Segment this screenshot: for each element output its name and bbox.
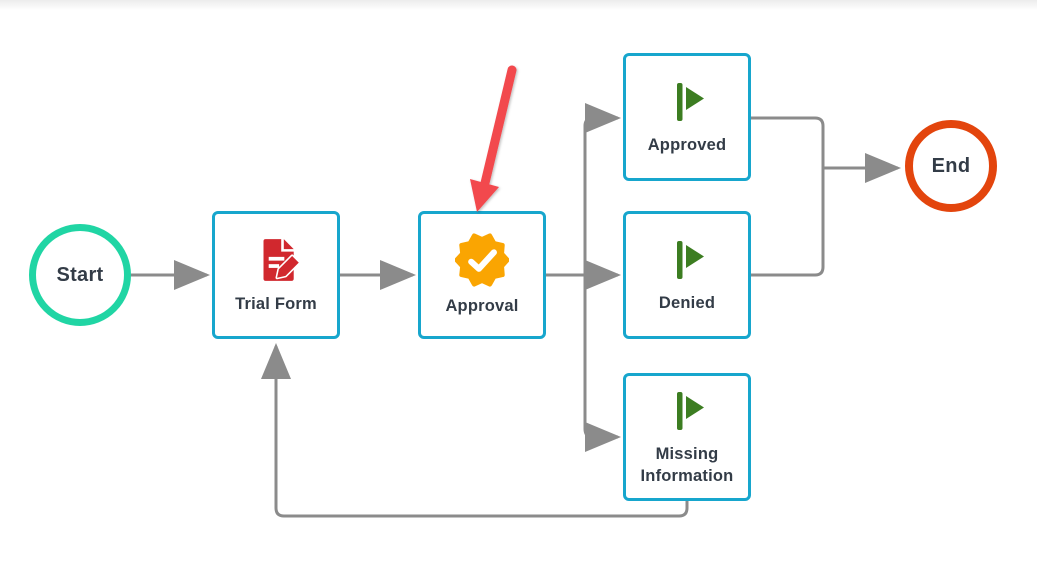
connector-approved-to-merge [751, 116, 825, 168]
verified-badge-icon [455, 233, 509, 287]
node-end[interactable]: End [905, 120, 997, 212]
document-edit-icon [251, 235, 301, 285]
node-denied[interactable]: Denied [623, 211, 751, 339]
node-approval[interactable]: Approval [418, 211, 546, 339]
start-label: Start [56, 263, 104, 286]
connector-approval-to-approved [583, 103, 621, 275]
green-flag-icon [663, 78, 711, 126]
green-flag-icon [663, 387, 711, 435]
node-approved[interactable]: Approved [623, 53, 751, 181]
approved-label: Approved [647, 135, 727, 154]
node-trial-form[interactable]: Trial Form [212, 211, 340, 339]
node-start[interactable]: Start [29, 224, 131, 326]
connector-missing-information-to-trial-form [261, 343, 689, 518]
approval-label: Approval [445, 296, 519, 315]
red-arrow-head [470, 179, 499, 212]
red-arrow-shaft [480, 65, 517, 188]
end-label: End [931, 154, 971, 177]
missing-information-label: Missing Information [640, 445, 734, 485]
connector-denied-to-merge [751, 168, 825, 277]
green-flag-icon [663, 236, 711, 284]
trial-form-label: Trial Form [235, 294, 317, 313]
denied-label: Denied [658, 293, 716, 312]
connector-approval-to-missing-information [583, 275, 621, 452]
node-missing-information[interactable]: Missing Information [623, 373, 751, 501]
